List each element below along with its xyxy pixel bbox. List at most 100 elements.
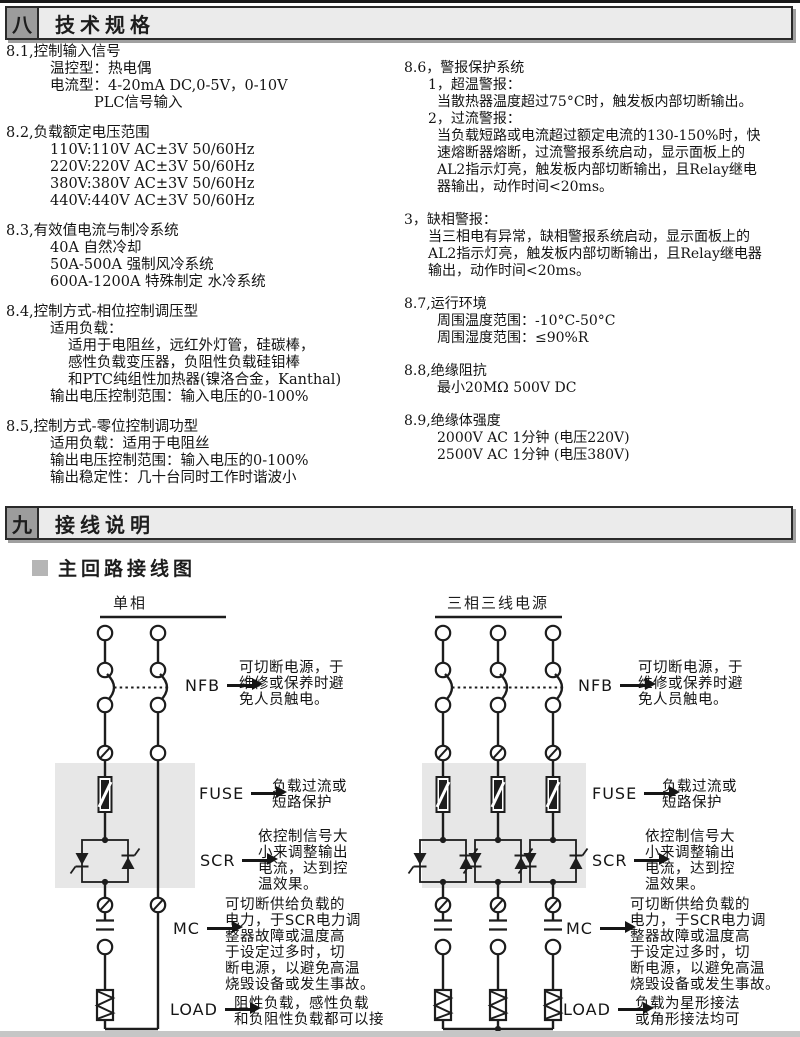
- arrow-icon: [242, 853, 279, 865]
- spec-line: 1，超温警报：: [428, 77, 521, 93]
- spec-line: 2500V AC 1分钟 (电压380V): [437, 447, 630, 463]
- mc-label-three: MC: [566, 918, 636, 938]
- spec-line: 440V:440V AC±3V 50/60Hz: [50, 193, 255, 209]
- spec-line: 输出电压控制范围：输入电压的0-100%: [50, 453, 309, 469]
- scr-note-three: 依控制信号大 小来调整输出 电流，达到控 温效果。: [645, 829, 735, 893]
- scr-note-single: 依控制信号大 小来调整输出 电流，达到控 温效果。: [258, 829, 348, 893]
- section-title: 技术规格: [55, 12, 155, 37]
- circuit-leg: [517, 624, 589, 1029]
- single-phase-circuit-diagram: 单相: [55, 594, 226, 1031]
- spec-heading: 8.7,运行环境: [404, 296, 487, 312]
- spec-line: 周围温度范围：-10°C-50°C: [437, 313, 616, 329]
- spec-line: 2000V AC 1分钟 (电压220V): [437, 430, 630, 446]
- arrow-icon: [599, 921, 636, 933]
- mc-contact-symbol: [96, 919, 114, 956]
- spec-line: PLC信号输入: [94, 95, 183, 111]
- fuse-note-single: 负载过流或 短路保护: [272, 779, 347, 811]
- spec-line: 温控型：热电偶: [50, 61, 152, 77]
- fuse-symbol: [545, 776, 561, 813]
- fuse-label-three: FUSE: [592, 783, 681, 803]
- fuse-label-single: FUSE: [199, 783, 288, 803]
- mc-contact-symbol: [544, 919, 562, 956]
- spec-block: 8.4,控制方式-相位控制调压型适用负载：适用于电阻丝，远红外灯管，硅碳棒，感性…: [6, 304, 398, 406]
- spec-heading: 8.3,有效值电流与制冷系统: [6, 223, 179, 239]
- diagram-subtitle: 主回路接线图: [32, 554, 196, 581]
- bullet-square-icon: [32, 559, 48, 576]
- load-label-three: LOAD: [563, 999, 654, 1019]
- spec-line: 2，过流警报：: [428, 111, 521, 127]
- arrow-icon: [227, 678, 264, 690]
- fuse-symbol: [490, 776, 506, 813]
- spec-line: 器输出，动作时间<20ms。: [437, 179, 614, 195]
- arrow-icon: [620, 678, 657, 690]
- mc-label-single: MC: [173, 918, 243, 938]
- circuit-leg: [462, 624, 534, 1029]
- spec-line: 600A-1200A 特殊制定 水冷系统: [50, 274, 266, 290]
- spec-line: 和PTC纯组性加热器(镍洛合金，Kanthal): [68, 372, 342, 388]
- spec-line: 110V:110V AC±3V 50/60Hz: [50, 142, 255, 158]
- spec-line: 220V:220V AC±3V 50/60Hz: [50, 159, 255, 175]
- spec-block: 8.8,绝缘阻抗最小20MΩ 500V DC: [404, 363, 796, 397]
- mc-note-single: 可切断供给负载的 电力，于SCR电力调 整器故障或温度高 于设定过多时，切 断电…: [225, 897, 375, 993]
- spec-heading: 8.5,控制方式-零位控制调功型: [6, 419, 199, 435]
- spec-line: AL2指示灯亮，触发板内部切断输出，且Relay继电器: [428, 246, 762, 262]
- nfb-label-three: NFB: [578, 675, 657, 695]
- spec-line: 50A-500A 强制风冷系统: [50, 257, 214, 273]
- spec-heading: 8.4,控制方式-相位控制调压型: [6, 304, 199, 320]
- spec-line: 当散热器温度超过75°C时，触发板内部切断输出。: [437, 94, 753, 110]
- page-top-rule: [0, 0, 800, 3]
- spec-heading: 8.9,绝缘体强度: [404, 413, 501, 429]
- section-number-badge: 九: [7, 508, 39, 538]
- fuse-symbol: [97, 776, 113, 813]
- section-header-wiring: 九 接线说明: [5, 506, 793, 540]
- spec-line: 适用负载：适用于电阻丝: [50, 436, 210, 452]
- load-note-three: 负载为星形接法 或角形接法均可: [635, 996, 740, 1028]
- arrow-icon: [206, 921, 243, 933]
- single-phase-title: 单相: [113, 594, 147, 612]
- nfb-note-single: 可切断电源，于 维修或保养时避 免人员触电。: [239, 660, 344, 708]
- spec-heading: 3，缺相警报：: [404, 212, 497, 228]
- three-phase-circuit-diagram: 三相三线电源: [407, 594, 589, 1033]
- wiring-diagram-area: 单相 三相三线电源 NFB 可切断电源，于 维修或保养时避 免人员触电。 FUS…: [0, 590, 800, 1037]
- spec-line: 速熔断器熔断，过流警报系统启动，显示面板上的: [437, 145, 745, 161]
- spec-line: 输出稳定性：几十台同时工作时谐波小: [50, 470, 297, 486]
- spec-line: 当负载短路或电流超过额定电流的130-150%时，快: [437, 128, 761, 144]
- spec-line: 380V:380V AC±3V 50/60Hz: [50, 176, 255, 192]
- spec-heading: 8.6，警报保护系统: [404, 60, 525, 76]
- section-title: 接线说明: [55, 512, 155, 537]
- scr-label-three: SCR: [592, 850, 671, 870]
- section-header-specs: 八 技术规格: [5, 6, 793, 40]
- section-number-badge: 八: [7, 8, 39, 38]
- page-bottom-rule: [0, 1031, 800, 1037]
- arrow-icon: [644, 786, 681, 798]
- spec-line: AL2指示灯亮，触发板内部切断输出，且Relay继电: [437, 162, 757, 178]
- scr-label-single: SCR: [200, 850, 279, 870]
- fuse-symbol: [435, 776, 451, 813]
- spec-line: 输出电压控制范围：输入电压的0-100%: [50, 389, 309, 405]
- spec-line: 当三相电有异常，缺相警报系统启动，显示面板上的: [428, 229, 750, 245]
- circuit-leg: [407, 624, 479, 1029]
- spec-line: 周围湿度范围：≤90%R: [437, 330, 589, 346]
- nfb-note-three: 可切断电源，于 维修或保养时避 免人员触电。: [638, 660, 743, 708]
- load-symbol: [487, 988, 509, 1022]
- spec-block: 8.1,控制输入信号温控型：热电偶电流型：4-20mA DC,0-5V，0-10…: [6, 44, 398, 112]
- mc-contact-symbol: [434, 919, 452, 956]
- spec-line: 输出，动作时间<20ms。: [428, 263, 591, 279]
- spec-block: 8.5,控制方式-零位控制调功型适用负载：适用于电阻丝输出电压控制范围：输入电压…: [6, 419, 398, 487]
- circuit-leg: [69, 624, 141, 1029]
- spec-heading: 8.2,负载额定电压范围: [6, 125, 150, 141]
- scr-symbol: [517, 836, 589, 886]
- load-label-single: LOAD: [170, 999, 261, 1019]
- mc-contact-symbol: [489, 919, 507, 956]
- nfb-label-single: NFB: [185, 675, 264, 695]
- spec-line: 40A 自然冷却: [50, 240, 142, 256]
- diagram-subtitle-text: 主回路接线图: [58, 558, 197, 580]
- load-symbol: [432, 988, 454, 1022]
- spec-heading: 8.8,绝缘阻抗: [404, 363, 487, 379]
